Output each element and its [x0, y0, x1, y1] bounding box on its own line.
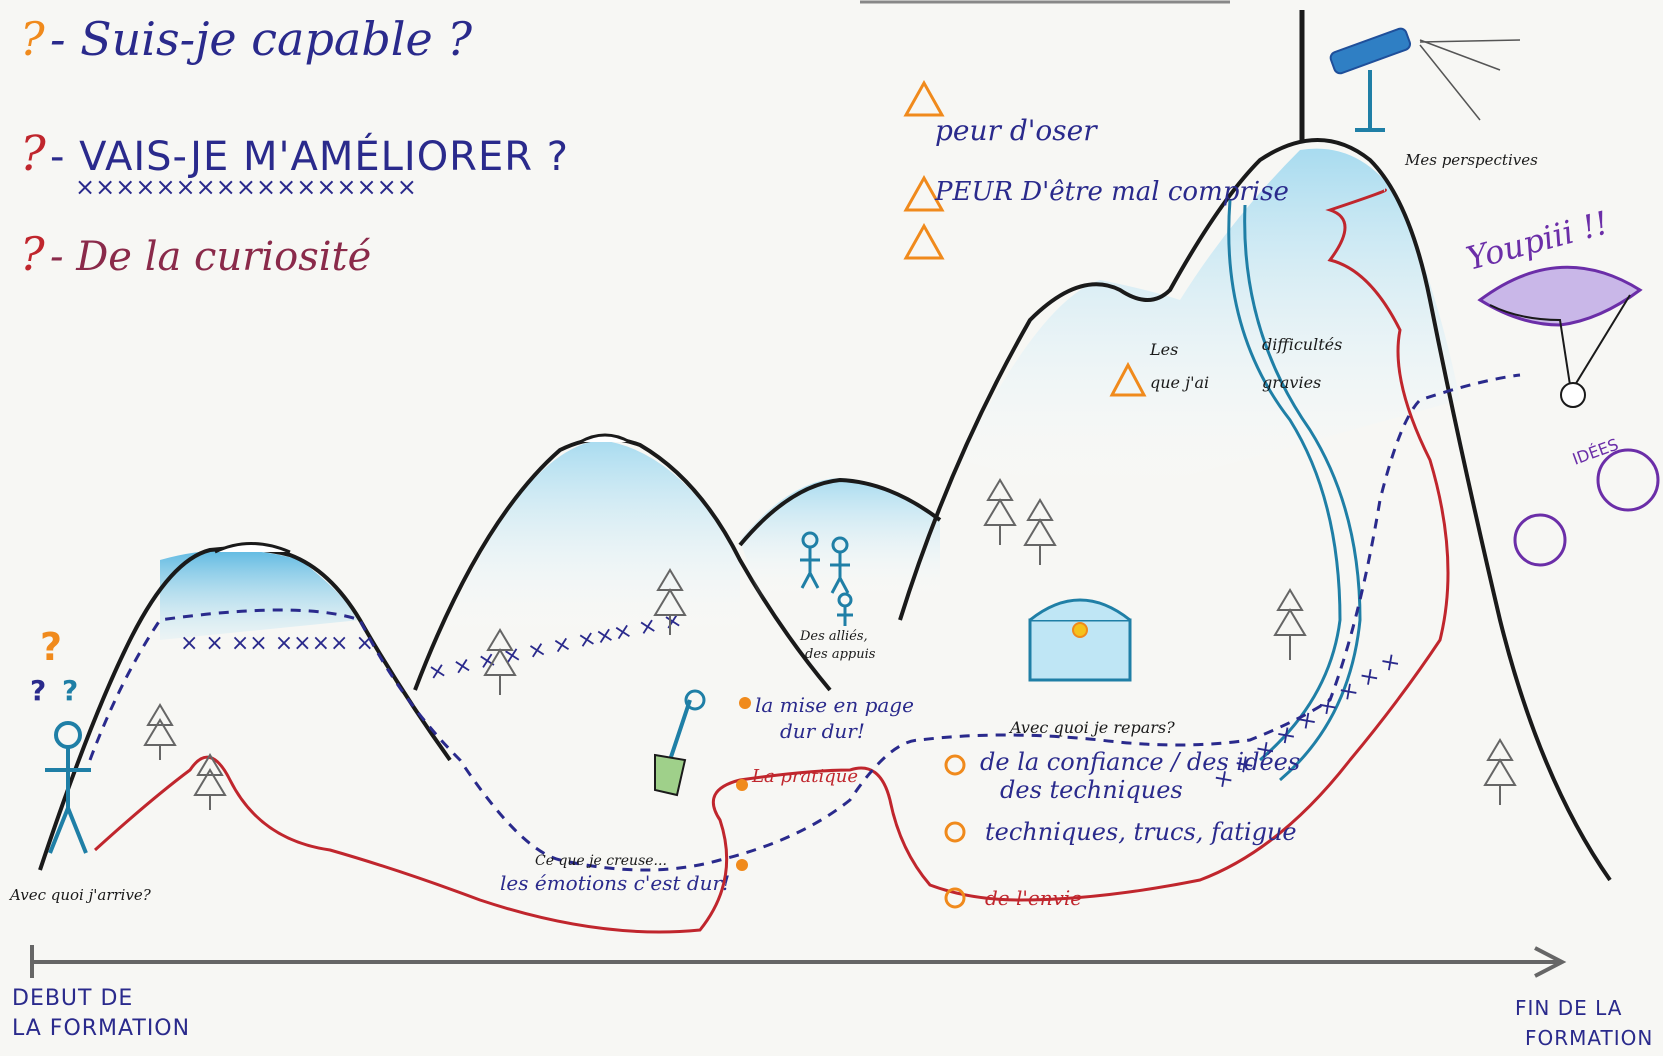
- shovel-icon: [654, 689, 706, 797]
- tree-icon: [1273, 588, 1307, 660]
- blue-path-1: [1227, 199, 1342, 762]
- difficulties-label-2: difficultés: [1262, 335, 1342, 354]
- perspectives-label: Mes perspectives: [1404, 151, 1538, 169]
- practice-label: La pratique: [751, 766, 858, 787]
- layout-label-1: la mise en page: [755, 693, 914, 717]
- person-start-icon: [45, 721, 91, 854]
- treasure-chest-icon: [1028, 598, 1132, 682]
- difficulties-label-3: que j'ai: [1150, 373, 1209, 392]
- mountain-4-outline: [898, 138, 1612, 882]
- face-icon: [1513, 513, 1567, 567]
- view-ray-1: [1419, 39, 1501, 71]
- tree-icon: [1483, 738, 1517, 805]
- warning-icon: [903, 222, 945, 260]
- telescope-tube: [1329, 27, 1412, 75]
- questions-list: ? - Suis-je capable ? ? - VAIS-JE M'AMÉL…: [20, 12, 569, 281]
- warning-icon: [903, 79, 945, 117]
- layout-label-2: dur dur!: [780, 719, 865, 743]
- timeline-axis: [30, 945, 1567, 978]
- question-mark-1: ?: [20, 12, 45, 66]
- arrival-label: Avec quoi j'arrive?: [8, 886, 152, 904]
- sun-icons: [736, 697, 966, 909]
- timeline-arrowhead: [1534, 946, 1567, 978]
- question-marks-icon: ? ? ?: [30, 625, 78, 707]
- red-path: [93, 188, 1450, 934]
- tree-icon: [143, 703, 177, 760]
- desire-label: de l'envie: [985, 886, 1082, 910]
- youpi-label: Youpiii !!: [1462, 203, 1612, 277]
- svg-text:?: ?: [40, 625, 62, 669]
- techniques-label: techniques, trucs, fatigue: [985, 818, 1297, 846]
- mountain-2-outline: [413, 436, 832, 692]
- tree-icon: [483, 628, 517, 695]
- tree-icon: [653, 568, 687, 635]
- mountain-2-peak-cap: [579, 433, 631, 444]
- warning-icon: [903, 174, 945, 212]
- dashed-path: [88, 373, 1521, 872]
- allies-people-icon: [800, 531, 853, 626]
- fear-1: peur d'oser: [935, 114, 1098, 147]
- ideas-label: IDÉES: [1570, 435, 1621, 469]
- question-text-1: - Suis-je capable ?: [50, 12, 472, 66]
- blue-path-2: [1243, 204, 1362, 782]
- difficulties-label-1: Les: [1149, 340, 1178, 359]
- fears-list: peur d'oser PEUR D'être mal comprise: [934, 114, 1289, 207]
- parachute-icon: [1477, 265, 1660, 567]
- journey-paths: [88, 188, 1521, 934]
- svg-text:?: ?: [30, 674, 46, 707]
- confidence-label-2: des techniques: [1000, 776, 1183, 804]
- warning-icons: [903, 79, 1147, 397]
- question-text-3: - De la curiosité: [50, 234, 371, 280]
- allies-label-2: des appuis: [805, 647, 876, 662]
- tree-icon: [1023, 498, 1057, 565]
- mountain-1-snow: [160, 550, 360, 640]
- question-mark-3: ?: [20, 227, 45, 281]
- dig-label: Ce que je creuse...: [535, 853, 667, 869]
- mountain-4-snow: [960, 148, 1460, 501]
- difficulties-label-4: gravies: [1262, 373, 1321, 392]
- telescope: [1299, 10, 1521, 140]
- fear-2: PEUR D'être mal comprise: [934, 177, 1289, 207]
- tree-icon: [193, 753, 227, 810]
- timeline-start-label-1: DEBUT DE: [12, 986, 133, 1011]
- x-marks-m1: × × ×× ×××× ×: [180, 631, 374, 656]
- allies-label-1: Des alliés,: [799, 629, 868, 644]
- view-ray-3: [1419, 39, 1521, 43]
- question-mark-2: ?: [20, 126, 46, 182]
- timeline-start-label-2: LA FORMATION: [12, 1016, 190, 1041]
- mountain-3-outline: [738, 477, 942, 547]
- question-text-2: - VAIS-JE M'AMÉLIORER ?: [50, 132, 569, 180]
- timeline-end-label-1: FIN DE LA: [1515, 996, 1622, 1020]
- timeline-end-label-2: FORMATION: [1525, 1026, 1653, 1050]
- question-underline-2: ×××××××××××××××××: [75, 173, 417, 201]
- view-ray-2: [1419, 44, 1481, 121]
- trees: [143, 478, 1517, 810]
- svg-text:?: ?: [62, 674, 78, 707]
- emotions-label: les émotions c'est dur!: [500, 871, 730, 895]
- warning-icon: [1109, 361, 1147, 397]
- mountain-1-peak-cap: [214, 542, 291, 554]
- leave-with-label: Avec quoi je repars?: [1008, 718, 1175, 737]
- confidence-label-1: de la confiance / des idées: [980, 748, 1300, 776]
- tree-icon: [983, 478, 1017, 545]
